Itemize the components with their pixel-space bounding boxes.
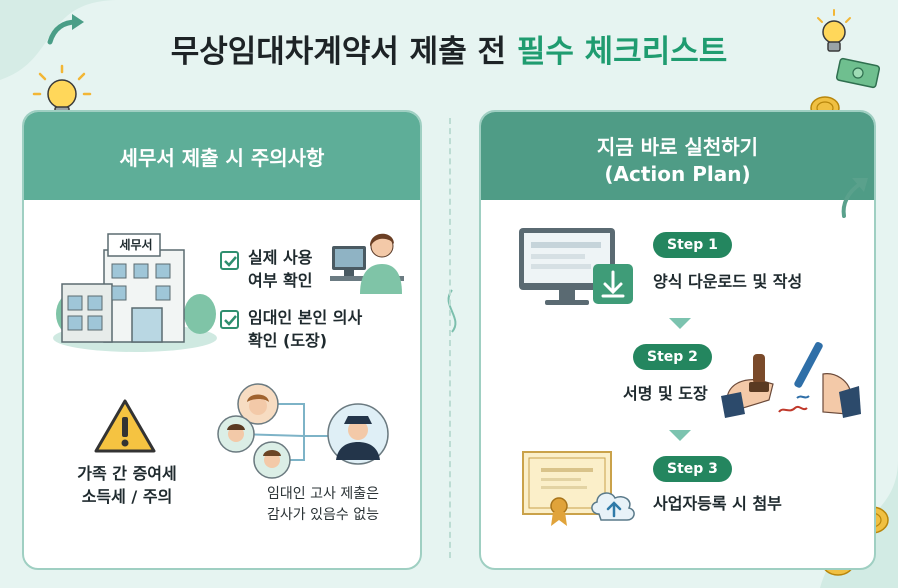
- check-item-line: 실제 사용: [248, 248, 313, 267]
- check-item-line: 임대인 본인 의사: [248, 308, 363, 327]
- card-header: 세무서 제출 시 주의사항: [24, 112, 420, 200]
- tax-office-caution-card: 세무서 제출 시 주의사항 세무서 실제 사용 여부 확인 임대인 본인 의사 …: [22, 110, 422, 570]
- check-item-usage: 실제 사용 여부 확인: [248, 246, 312, 292]
- family-network-icon: [217, 383, 389, 479]
- person-at-computer-icon: [330, 233, 404, 294]
- step-2-text: 서명 및 도장: [623, 384, 708, 403]
- lightbulb-icon: [817, 9, 851, 52]
- note-text: 임대인 고사 제출은 감사가 있음수 없능: [248, 484, 398, 526]
- warning-text: 가족 간 증여세 소득세 / 주의: [64, 462, 190, 508]
- action-plan-card: 지금 바로 실천하기 (Action Plan) Step 1 양식 다운로드 …: [479, 110, 876, 570]
- step-2-badge: Step 2: [633, 344, 712, 370]
- card-subtitle: (Action Plan): [604, 162, 751, 186]
- warning-line: 소득세 / 주의: [81, 487, 173, 506]
- stamp-and-pen-icon: [721, 341, 861, 418]
- building-sign: 세무서: [119, 238, 153, 252]
- card-title: 지금 바로 실천하기: [596, 135, 759, 159]
- check-item-landlord: 임대인 본인 의사 확인 (도장): [248, 306, 362, 352]
- monitor-download-icon: [519, 228, 633, 305]
- down-arrow-icon: [669, 318, 691, 329]
- certificate-upload-icon: [522, 451, 635, 526]
- page-title: 무상임대차계약서 제출 전 필수 체크리스트: [0, 26, 898, 71]
- note-line: 감사가 있음수 없능: [267, 507, 379, 523]
- step-1-text: 양식 다운로드 및 작성: [653, 272, 803, 291]
- warning-icon: [94, 399, 156, 453]
- checkbox-checked-icon: [220, 310, 239, 329]
- checkbox-checked-icon: [220, 251, 239, 270]
- title-main: 무상임대차계약서 제출 전: [170, 34, 517, 70]
- step-3-text: 사업자등록 시 첨부: [653, 494, 782, 513]
- arrow-up-right-icon: [47, 14, 84, 45]
- center-divider: [449, 118, 451, 558]
- step-3-badge: Step 3: [653, 456, 732, 482]
- down-arrow-icon: [669, 430, 691, 441]
- tax-office-building-icon: [53, 233, 217, 352]
- arrow-up-icon: [841, 178, 868, 218]
- note-line: 임대인 고사 제출은: [267, 486, 379, 502]
- card-header: 지금 바로 실천하기 (Action Plan): [481, 112, 874, 200]
- check-item-line: 확인 (도장): [248, 331, 328, 350]
- check-item-line: 여부 확인: [248, 271, 313, 290]
- card-title: 세무서 제출 시 주의사항: [119, 146, 325, 170]
- money-icon: [835, 57, 881, 89]
- title-highlight: 필수 체크리스트: [516, 34, 728, 70]
- warning-line: 가족 간 증여세: [77, 464, 177, 483]
- step-1-badge: Step 1: [653, 232, 732, 258]
